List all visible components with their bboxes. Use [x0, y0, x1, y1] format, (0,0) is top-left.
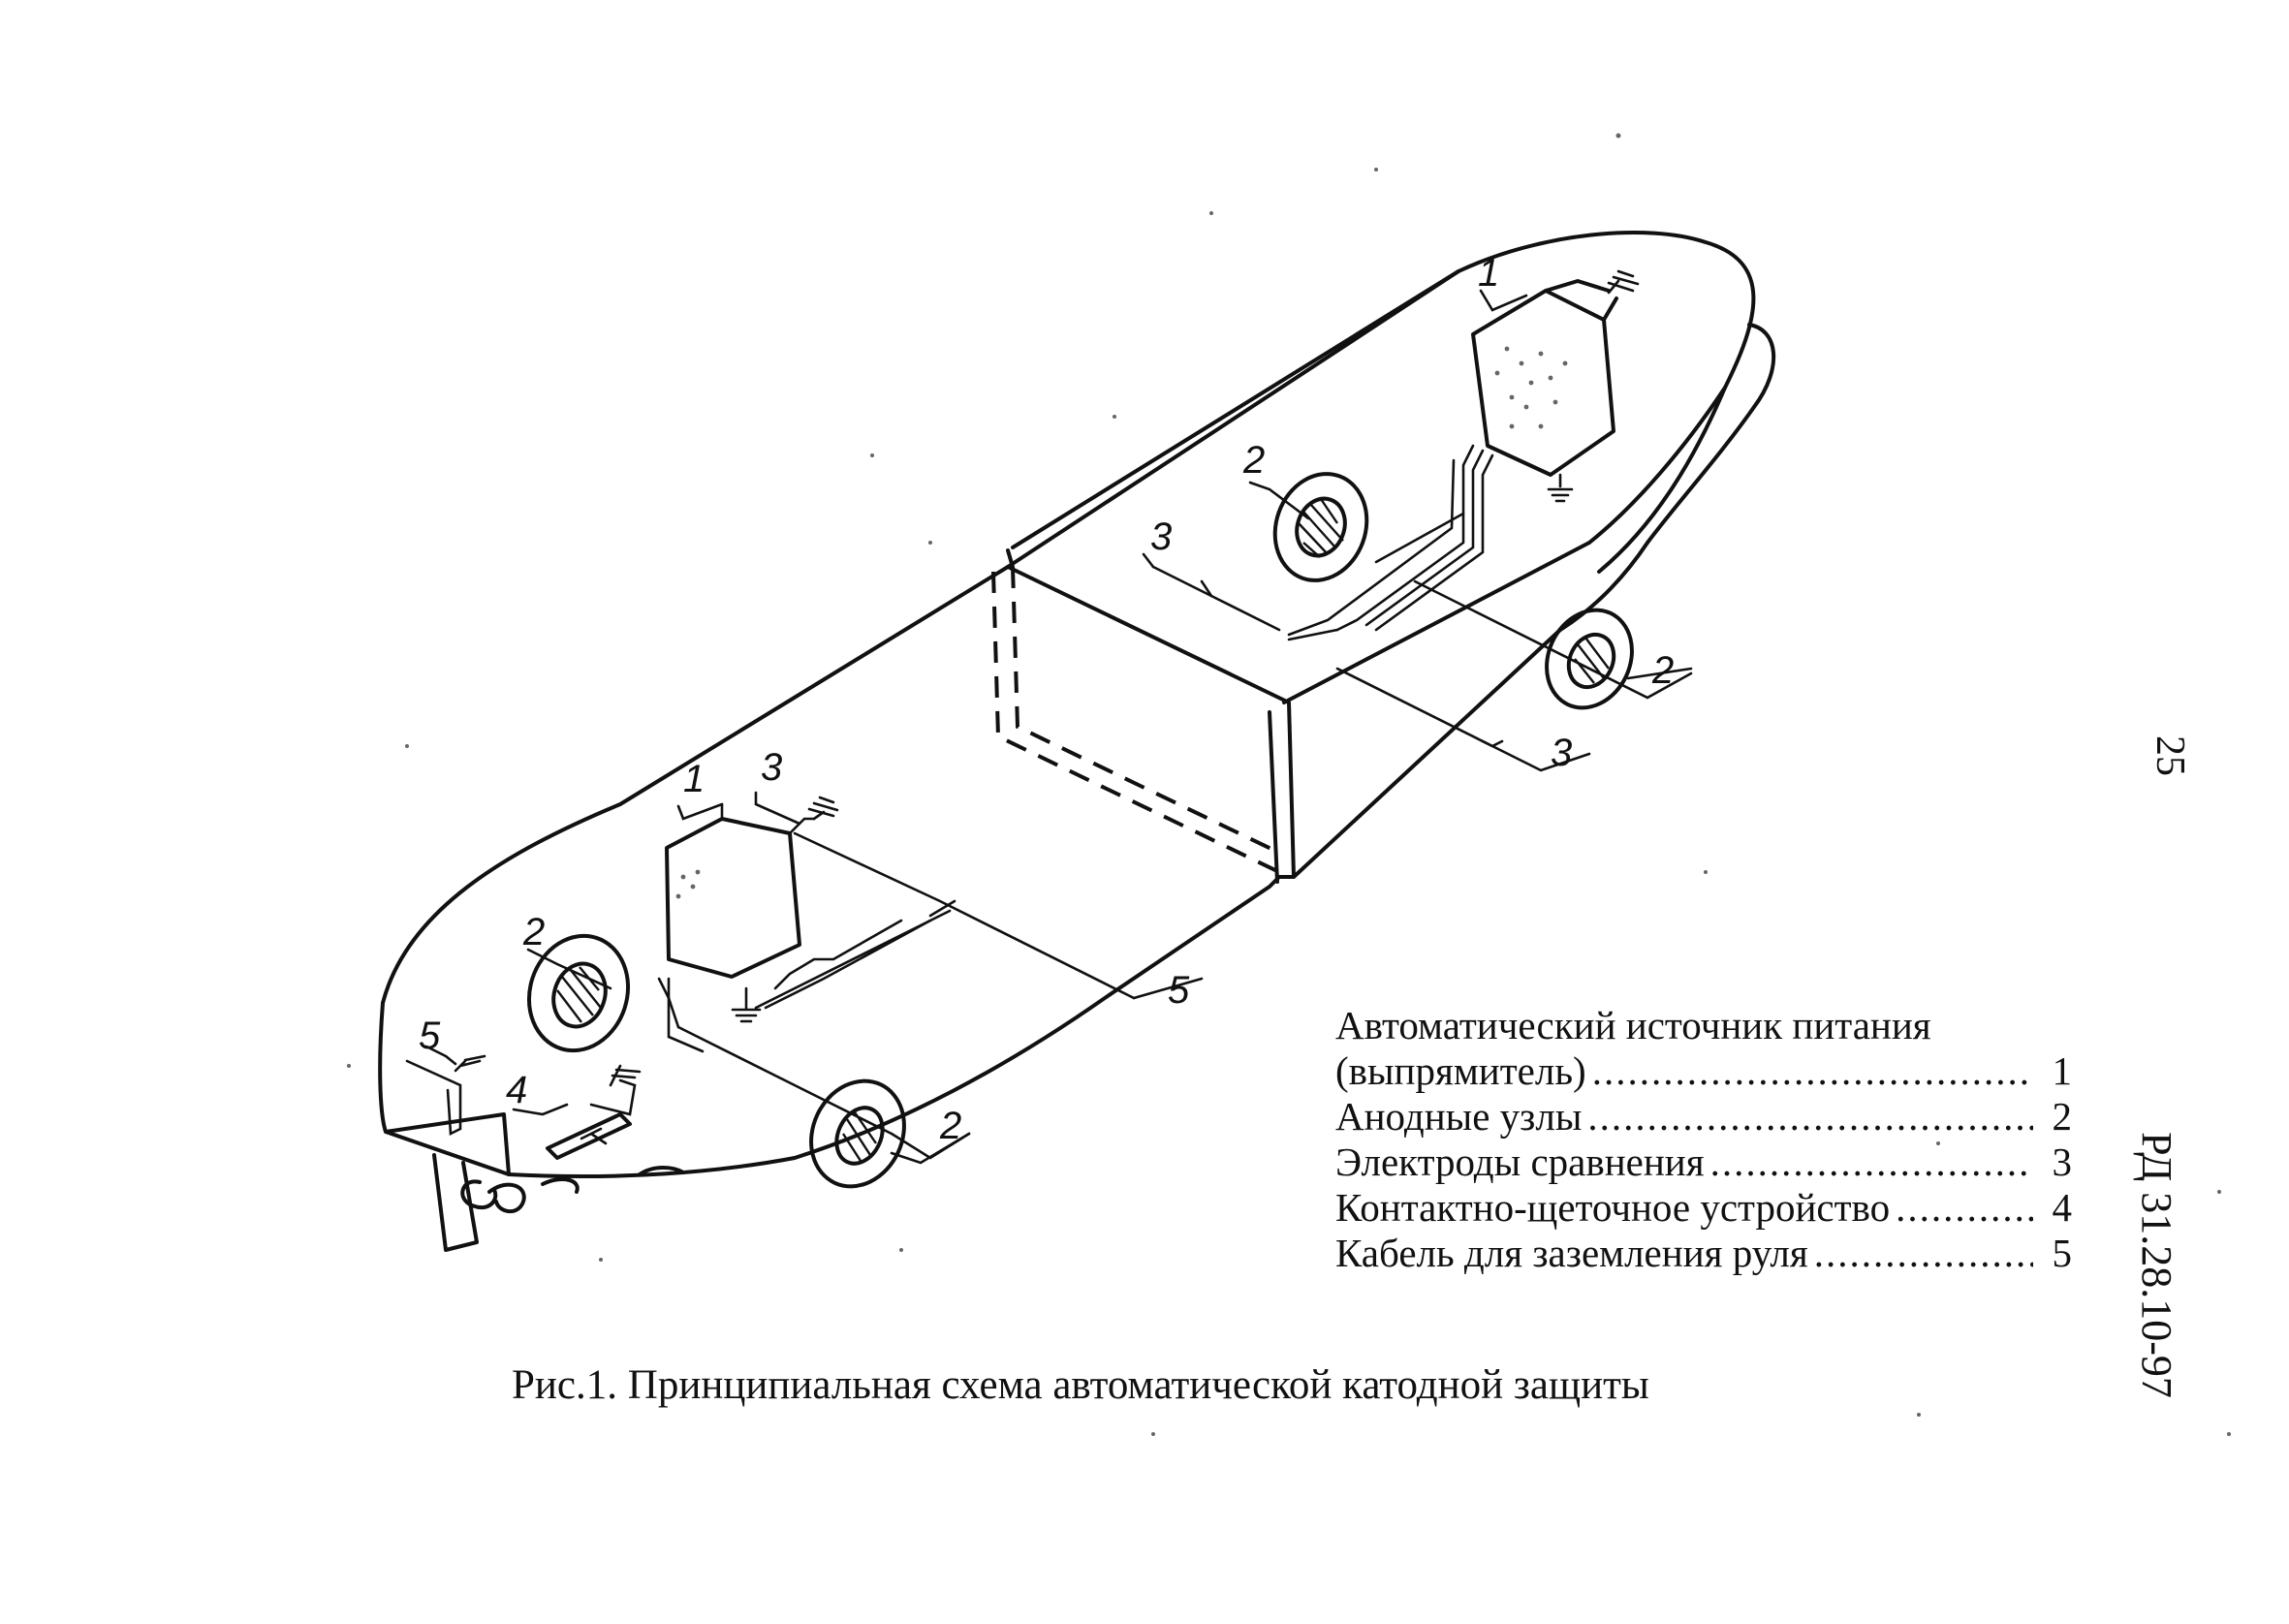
hull-section-cutaway — [991, 269, 1591, 884]
callout-1-bow: 1 — [1478, 252, 1499, 295]
callout-3-stern: 3 — [761, 746, 782, 789]
stern-anode-upper — [526, 933, 631, 1053]
shaft-brush-device — [546, 1112, 632, 1160]
legend-label: Электроды сравнения — [1335, 1140, 1705, 1184]
legend-item-5: Кабель для заземления руля 5 — [1335, 1231, 2072, 1276]
callout-4-shaft: 4 — [506, 1069, 527, 1111]
stern-rectifier — [665, 817, 801, 979]
legend-number: 1 — [2052, 1048, 2073, 1093]
document-code: РД 31.28.10-97 — [2132, 1132, 2180, 1398]
legend-label: Анодные узлы — [1335, 1094, 1583, 1139]
legend-item-3: Электроды сравнения 3 — [1335, 1140, 2072, 1185]
legend-label: (выпрямитель) — [1335, 1048, 1586, 1093]
bow-equipment — [1142, 269, 1693, 772]
stern-equipment — [405, 791, 1204, 1189]
leader-dots — [1587, 1094, 2033, 1140]
leader-dots — [1710, 1140, 2033, 1185]
page-number: 25 — [2148, 735, 2192, 776]
callout-numbers: 1 2 3 2 3 1 3 2 5 2 5 4 — [419, 252, 1674, 1147]
scan-noise — [347, 133, 2231, 1436]
legend-number: 4 — [2052, 1185, 2073, 1230]
callout-2-stern-lower: 2 — [939, 1105, 961, 1147]
legend-number: 5 — [2052, 1231, 2073, 1275]
callout-3-bow-lower: 3 — [1551, 732, 1572, 774]
callout-2-bow: 2 — [1242, 439, 1265, 482]
callout-2-bow-lower: 2 — [1651, 649, 1674, 692]
leader-dots — [1592, 1048, 2033, 1094]
stern-anode-lower — [809, 1078, 906, 1189]
leader-dots — [1896, 1185, 2033, 1231]
figure-caption: Рис.1. Принципиальная схема автоматическ… — [512, 1362, 1649, 1408]
legend-number: 2 — [2052, 1094, 2073, 1139]
legend-label: Кабель для заземления руля — [1335, 1231, 1808, 1275]
stern-rectifier-shading — [675, 869, 701, 899]
callout-2-stern: 2 — [522, 911, 545, 953]
callout-3-bow-upper: 3 — [1150, 515, 1172, 558]
legend-label: Контактно-щеточное устройство — [1335, 1185, 1891, 1230]
legend-item-1: (выпрямитель) 1 — [1335, 1048, 2072, 1094]
bow-anode-lower — [1545, 608, 1634, 710]
legend-item-2: Анодные узлы 2 — [1335, 1094, 2072, 1140]
leader-dots — [1814, 1231, 2033, 1276]
bow-rectifier — [1471, 289, 1615, 477]
callout-5-rudder: 5 — [419, 1015, 441, 1057]
legend-item-4: Контактно-щеточное устройство 4 — [1335, 1185, 2072, 1231]
callout-5-stern: 5 — [1168, 969, 1190, 1012]
bow-anode-upper — [1272, 472, 1369, 582]
legend-item-1-line1: Автоматический источник питания — [1335, 1003, 1931, 1047]
ship-hull — [378, 231, 1776, 1252]
bow-rectifier-shading — [1494, 346, 1568, 429]
callout-1-stern: 1 — [683, 758, 705, 800]
legend-number: 3 — [2052, 1140, 2073, 1184]
legend: Автоматический источник питания (выпрями… — [1335, 1003, 2072, 1276]
